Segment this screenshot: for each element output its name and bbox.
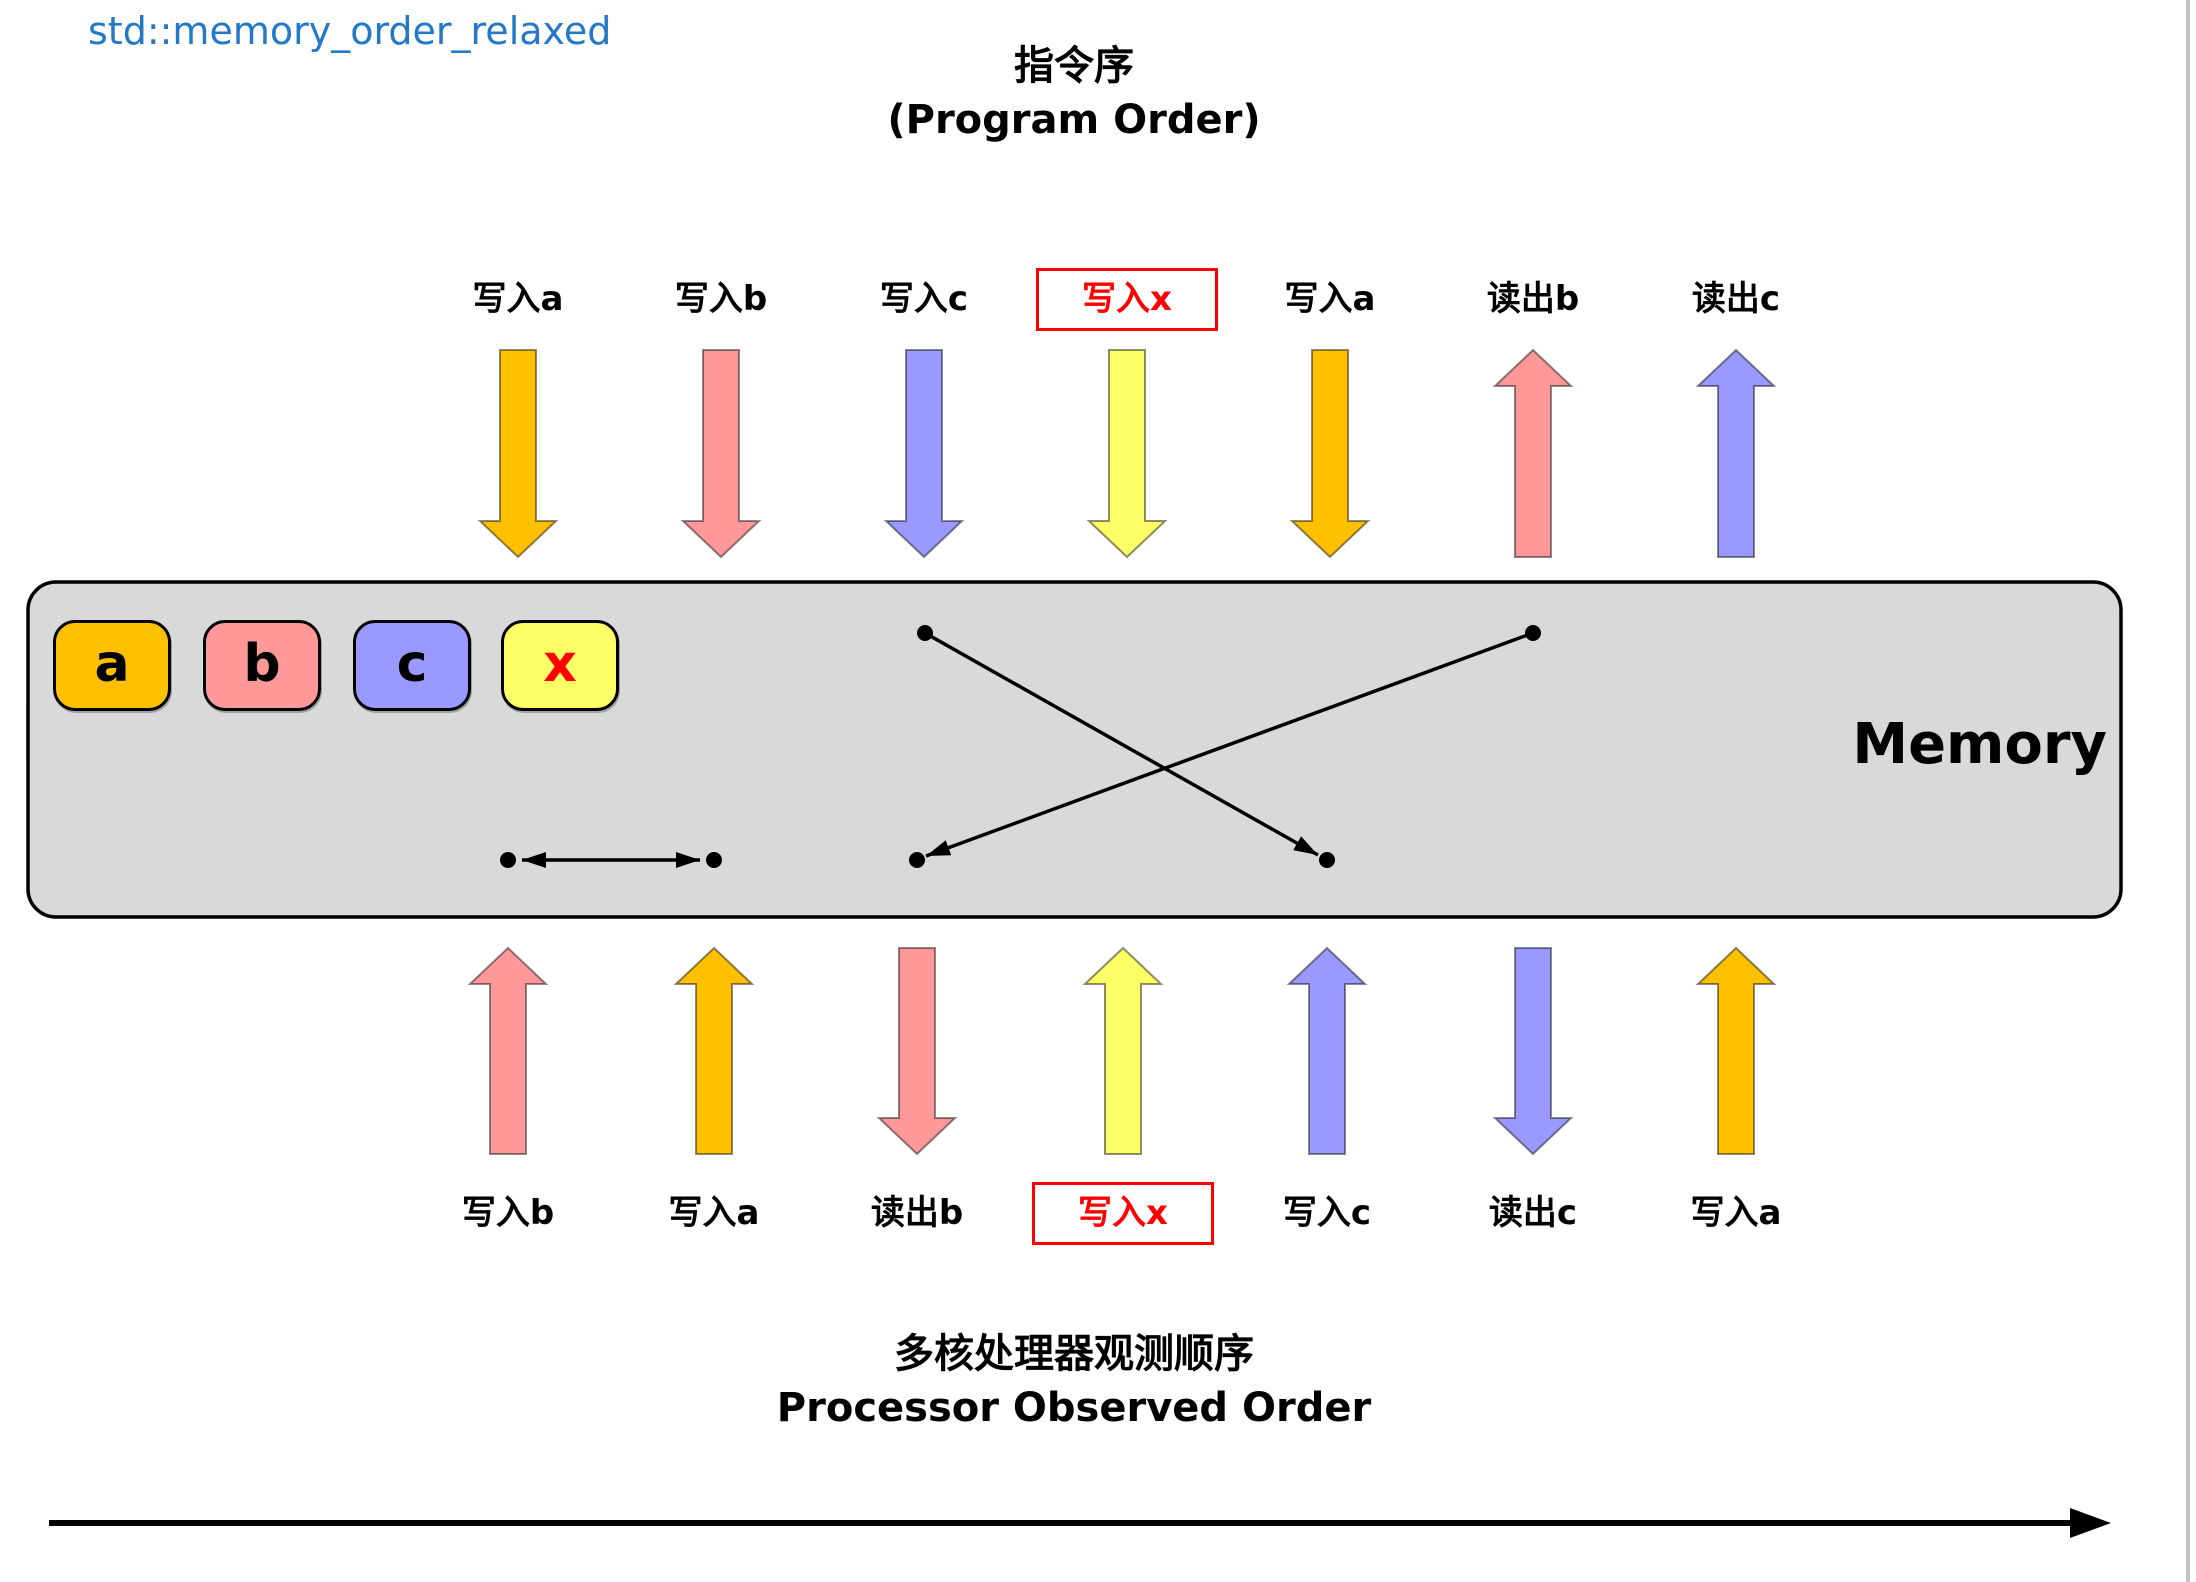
observed-order-label-4: 写入x <box>1032 1182 1214 1245</box>
memory-variable-c: c <box>353 620 471 711</box>
program-order-label-3: 写入c <box>879 279 969 319</box>
memory-variable-a: a <box>53 620 171 711</box>
program-order-label-1: 写入a <box>472 279 564 319</box>
diagram-title: std::memory_order_relaxed <box>88 9 612 53</box>
observed-order-up-arrow-1 <box>467 946 549 1155</box>
program-order-down-arrow-1 <box>477 349 559 559</box>
reorder-dot <box>909 852 925 868</box>
observed-order-down-arrow-3 <box>876 947 958 1156</box>
program-order-arrows <box>477 348 1777 559</box>
program-order-down-arrow-4 <box>1086 349 1168 559</box>
swap-dot <box>500 852 516 868</box>
program-order-heading-en: (Program Order) <box>887 97 1261 143</box>
program-order-down-arrow-5 <box>1289 349 1371 559</box>
memory-variable-x: x <box>501 620 619 711</box>
reorder-line-read-b <box>925 631 1534 858</box>
reorder-line-write-c <box>924 631 1319 857</box>
observed-order-heading-en: Processor Observed Order <box>776 1385 1372 1431</box>
program-order-label-6: 读出b <box>1486 279 1580 319</box>
observed-order-up-arrow-4 <box>1082 946 1164 1155</box>
reorder-dot <box>1319 852 1335 868</box>
program-order-label-4: 写入x <box>1036 268 1218 331</box>
observed-order-label-2: 写入a <box>668 1193 760 1233</box>
observed-order-label-1: 写入b <box>461 1193 555 1233</box>
reorder-dot <box>917 625 933 641</box>
reorder-dot <box>1525 625 1541 641</box>
observed-order-up-arrow-7 <box>1695 946 1777 1155</box>
program-order-down-arrow-3 <box>883 349 965 559</box>
observed-order-up-arrow-2 <box>673 946 755 1155</box>
program-order-label-2: 写入b <box>674 279 768 319</box>
observed-order-heading-cn: 多核处理器观测顺序 <box>894 1331 1254 1377</box>
program-order-label-5: 写入a <box>1284 279 1376 319</box>
program-order-heading-cn: 指令序 <box>1014 43 1134 89</box>
memory-variable-b: b <box>203 620 321 711</box>
memory-label: Memory <box>1852 712 2107 777</box>
observed-order-down-arrow-6 <box>1492 947 1574 1156</box>
program-order-down-arrow-2 <box>680 349 762 559</box>
observed-order-up-arrow-5 <box>1286 946 1368 1155</box>
program-order-up-arrow-6 <box>1492 348 1574 558</box>
swap-dot <box>706 852 722 868</box>
observed-order-label-7: 写入a <box>1690 1193 1782 1233</box>
program-order-label-7: 读出c <box>1691 279 1781 319</box>
observed-order-arrows <box>467 946 1777 1156</box>
observed-order-label-5: 写入c <box>1282 1193 1372 1233</box>
observed-order-label-3: 读出b <box>870 1193 964 1233</box>
timeline-arrowhead-icon <box>2070 1508 2111 1538</box>
observed-order-label-6: 读出c <box>1488 1193 1578 1233</box>
program-order-up-arrow-7 <box>1695 348 1777 558</box>
